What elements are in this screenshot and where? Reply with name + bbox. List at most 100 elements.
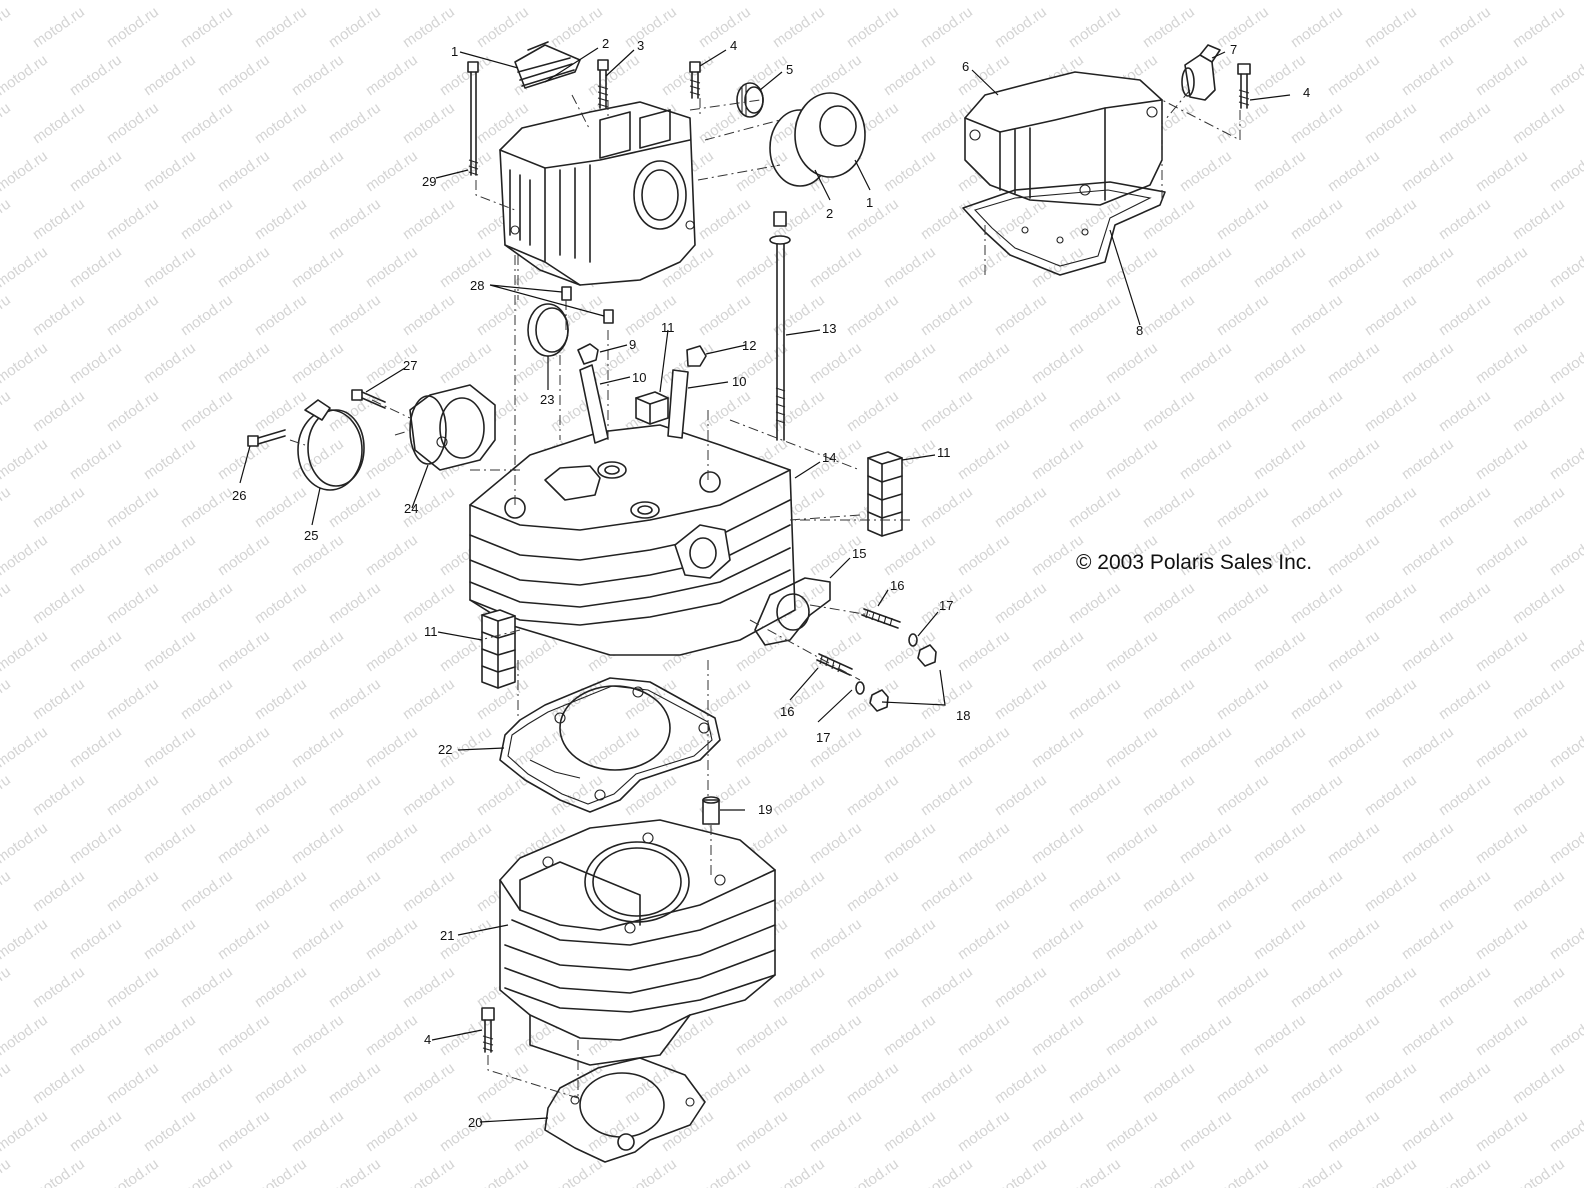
watermark-text: motod.ru: [30, 483, 88, 531]
watermark-text: motod.ru: [807, 1011, 865, 1059]
watermark-text: motod.ru: [178, 3, 236, 51]
watermark-text: motod.ru: [215, 1107, 273, 1155]
callout-22: 22: [438, 742, 452, 757]
watermark-text: motod.ru: [474, 291, 532, 339]
watermark-text: motod.ru: [1473, 51, 1531, 99]
watermark-text: motod.ru: [0, 339, 51, 387]
watermark-text: motod.ru: [141, 627, 199, 675]
watermark-text: motod.ru: [1066, 1059, 1124, 1107]
watermark-text: motod.ru: [1177, 1011, 1235, 1059]
callout-13: 13: [822, 321, 836, 336]
watermark-text: motod.ru: [1510, 291, 1568, 339]
valve-cover-gasket-8: [962, 181, 1166, 276]
watermark-text: motod.ru: [0, 915, 51, 963]
watermark-text: motod.ru: [1436, 1059, 1494, 1107]
watermark-text: motod.ru: [67, 723, 125, 771]
watermark-text: motod.ru: [178, 291, 236, 339]
watermark-text: motod.ru: [437, 1107, 495, 1155]
watermark-text: motod.ru: [1436, 771, 1494, 819]
watermark-text: motod.ru: [733, 0, 791, 3]
watermark-text: motod.ru: [1177, 0, 1235, 3]
watermark-text: motod.ru: [1473, 1107, 1531, 1155]
watermark-text: motod.ru: [1436, 675, 1494, 723]
clamp-25: [297, 399, 365, 491]
watermark-text: motod.ru: [1140, 483, 1198, 531]
watermark-text: motod.ru: [1325, 915, 1383, 963]
watermark-text: motod.ru: [1251, 147, 1309, 195]
watermark-text: motod.ru: [548, 1059, 606, 1107]
watermark-text: motod.ru: [1177, 147, 1235, 195]
watermark-text: motod.ru: [770, 771, 828, 819]
watermark-text: motod.ru: [178, 1059, 236, 1107]
watermark-text: motod.ru: [548, 771, 606, 819]
watermark-text: motod.ru: [400, 3, 458, 51]
watermark-text: motod.ru: [1288, 771, 1346, 819]
callout-27: 27: [403, 358, 417, 373]
watermark-text: motod.ru: [1066, 483, 1124, 531]
watermark-text: motod.ru: [0, 1107, 51, 1155]
watermark-text: motod.ru: [1436, 483, 1494, 531]
watermark-text: motod.ru: [1399, 51, 1457, 99]
watermark-text: motod.ru: [1288, 3, 1346, 51]
watermark-text: motod.ru: [622, 1155, 680, 1188]
watermark-text: motod.ru: [1399, 243, 1457, 291]
watermark-text: motod.ru: [844, 771, 902, 819]
watermark-text: motod.ru: [1251, 627, 1309, 675]
watermark-text: motod.ru: [1214, 963, 1272, 1011]
watermark-text: motod.ru: [30, 963, 88, 1011]
watermark-text: motod.ru: [1399, 915, 1457, 963]
watermark-text: motod.ru: [400, 291, 458, 339]
watermark-text: motod.ru: [1251, 0, 1309, 3]
watermark-text: motod.ru: [1103, 243, 1161, 291]
callout-11: 11: [661, 320, 675, 335]
watermark-text: motod.ru: [363, 435, 421, 483]
watermark-text: motod.ru: [1362, 771, 1420, 819]
watermark-text: motod.ru: [1214, 387, 1272, 435]
watermark-text: motod.ru: [1325, 531, 1383, 579]
watermark-text: motod.ru: [1140, 3, 1198, 51]
watermark-text: motod.ru: [1399, 339, 1457, 387]
watermark-text: motod.ru: [326, 579, 384, 627]
watermark-text: motod.ru: [770, 3, 828, 51]
watermark-text: motod.ru: [918, 483, 976, 531]
watermark-text: motod.ru: [918, 387, 976, 435]
watermark-text: motod.ru: [215, 0, 273, 3]
watermark-text: motod.ru: [1140, 387, 1198, 435]
watermark-text: motod.ru: [289, 819, 347, 867]
watermark-text: motod.ru: [1140, 1155, 1198, 1188]
watermark-text: motod.ru: [1473, 819, 1531, 867]
watermark-text: motod.ru: [1066, 387, 1124, 435]
watermark-text: motod.ru: [0, 387, 14, 435]
callout-26: 26: [232, 488, 246, 503]
watermark-text: motod.ru: [1103, 0, 1161, 3]
watermark-text: motod.ru: [844, 3, 902, 51]
watermark-text: motod.ru: [807, 819, 865, 867]
watermark-text: motod.ru: [252, 483, 310, 531]
watermark-text: motod.ru: [1547, 819, 1584, 867]
watermark-text: motod.ru: [1510, 1059, 1568, 1107]
watermark-text: motod.ru: [1288, 1059, 1346, 1107]
watermark-text: motod.ru: [141, 147, 199, 195]
watermark-text: motod.ru: [659, 1107, 717, 1155]
watermark-text: motod.ru: [807, 1107, 865, 1155]
watermark-text: motod.ru: [1510, 483, 1568, 531]
watermark-text: motod.ru: [474, 1155, 532, 1188]
watermark-text: motod.ru: [30, 3, 88, 51]
watermark-text: motod.ru: [1029, 1107, 1087, 1155]
watermark-text: motod.ru: [1362, 99, 1420, 147]
watermark-text: motod.ru: [1214, 867, 1272, 915]
watermark-text: motod.ru: [1288, 1155, 1346, 1188]
watermark-text: motod.ru: [918, 195, 976, 243]
watermark-text: motod.ru: [696, 675, 754, 723]
watermark-text: motod.ru: [992, 675, 1050, 723]
watermark-text: motod.ru: [104, 483, 162, 531]
watermark-text: motod.ru: [141, 531, 199, 579]
watermark-text: motod.ru: [0, 867, 14, 915]
watermark-text: motod.ru: [30, 579, 88, 627]
watermark-text: motod.ru: [0, 0, 51, 3]
watermark-text: motod.ru: [141, 51, 199, 99]
watermark-text: motod.ru: [1288, 99, 1346, 147]
watermark-text: motod.ru: [1399, 819, 1457, 867]
watermark-text: motod.ru: [104, 291, 162, 339]
watermark-text: motod.ru: [1140, 963, 1198, 1011]
